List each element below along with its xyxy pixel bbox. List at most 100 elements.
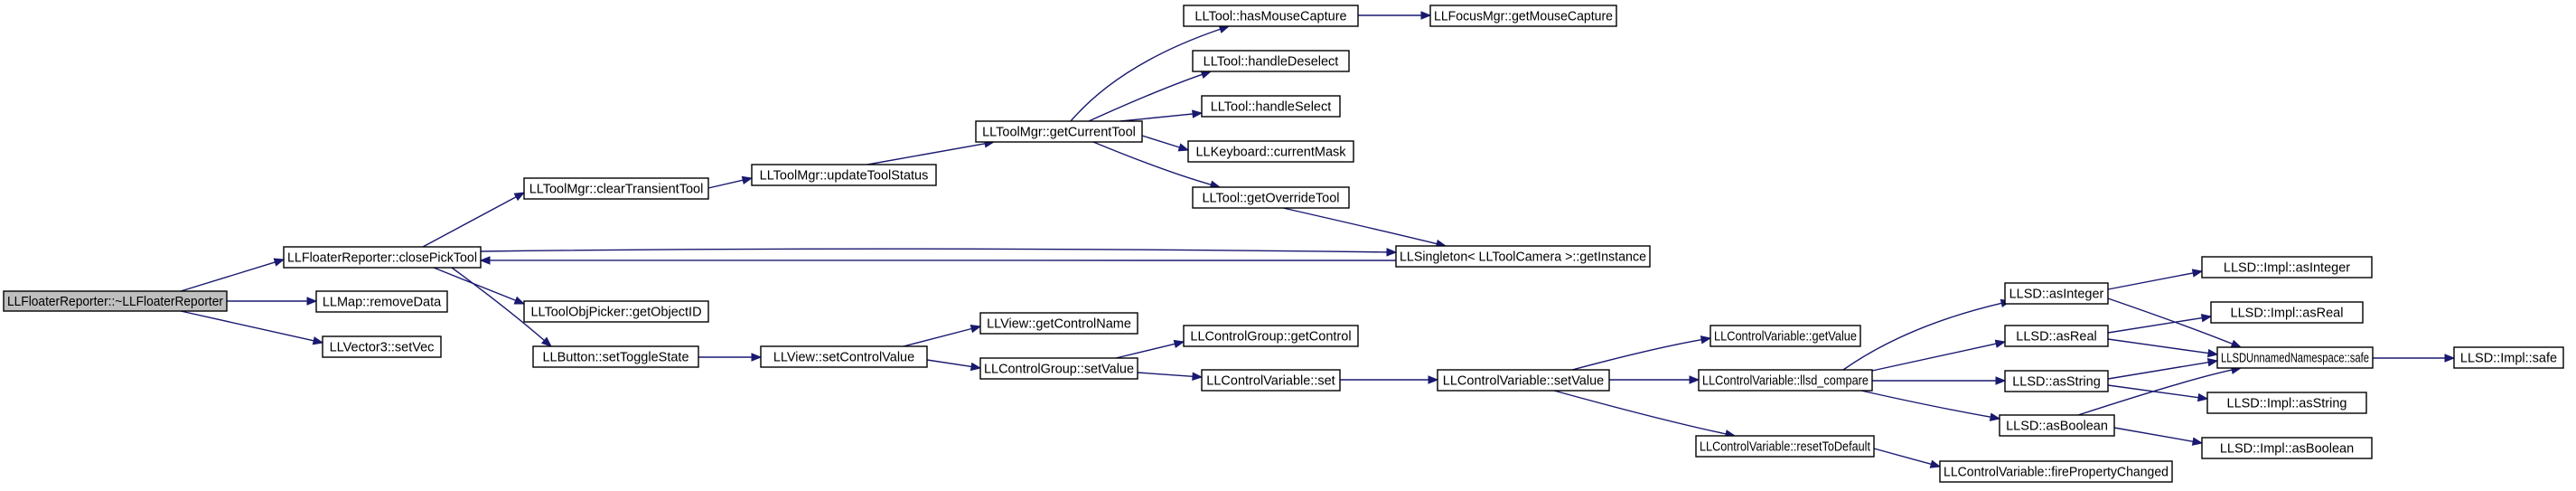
arrowhead (273, 258, 286, 267)
edge-llsd-compare-to-as-boolean (1860, 390, 2001, 421)
edge-line (180, 310, 314, 342)
node-current-mask[interactable]: LLKeyboard::currentMask (1187, 140, 1354, 163)
edge-cv-set-value-to-get-value (1571, 335, 1712, 371)
arrowhead (513, 296, 526, 305)
node-get-current-tool[interactable]: LLToolMgr::getCurrentTool (975, 120, 1143, 143)
node-fire-property-changed[interactable]: LLControlVariable::firePropertyChanged (1939, 460, 2173, 483)
node-get-mouse-capture[interactable]: LLFocusMgr::getMouseCapture (1429, 5, 1617, 27)
arrowhead (1700, 335, 1712, 345)
edge-as-real-to-safe-ns (2107, 338, 2219, 358)
arrowhead (1989, 412, 2001, 421)
edge-line (1141, 135, 1180, 148)
node-set-toggle-state[interactable]: LLButton::setToggleState (532, 345, 699, 368)
node-handle-select[interactable]: LLTool::handleSelect (1201, 95, 1341, 118)
arrowhead (2206, 358, 2219, 367)
node-impl-as-real[interactable]: LLSD::Impl::asReal (2210, 301, 2364, 324)
node-get-object-id[interactable]: LLToolObjPicker::getObjectID (523, 300, 709, 323)
edge-line (1115, 343, 1176, 359)
node-box (2210, 301, 2364, 324)
edge-root-to-remove-data (227, 297, 318, 306)
arrowhead (479, 256, 491, 265)
node-get-value[interactable]: LLControlVariable::getValue (1710, 325, 1861, 347)
node-cv-set[interactable]: LLControlVariable::set (1201, 369, 1341, 392)
arrowhead (2197, 392, 2209, 402)
edge-line (1119, 113, 1194, 122)
node-impl-safe[interactable]: LLSD::Impl::safe (2453, 346, 2564, 369)
node-reset-to-default[interactable]: LLControlVariable::resetToDefault (1695, 435, 1875, 458)
node-safe-ns[interactable]: LLSDUnnamedNamespace::safe (2216, 346, 2374, 369)
node-label: LLTool::getOverrideTool (1202, 192, 1339, 206)
node-box (523, 177, 709, 200)
node-get-control[interactable]: LLControlGroup::getControl (1183, 325, 1359, 347)
arrowhead (2191, 269, 2204, 278)
node-clear-transient-tool[interactable]: LLToolMgr::clearTransientTool (523, 177, 709, 200)
arrowhead (2444, 354, 2456, 363)
edge-line (1092, 141, 1212, 185)
node-box (1695, 435, 1875, 458)
node-impl-as-boolean[interactable]: LLSD::Impl::asBoolean (2201, 437, 2373, 459)
node-handle-deselect[interactable]: LLTool::handleDeselect (1192, 50, 1350, 72)
node-impl-as-integer[interactable]: LLSD::Impl::asInteger (2201, 256, 2373, 279)
arrowhead (1192, 109, 1204, 118)
node-box (2453, 346, 2564, 369)
node-box (760, 345, 928, 368)
arrowhead (2206, 348, 2219, 358)
node-get-override-tool[interactable]: LLTool::getOverrideTool (1192, 186, 1350, 209)
edge-has-mouse-capture-to-get-mouse-capture (1358, 11, 1432, 20)
edge-line (422, 196, 517, 248)
node-group-set-value[interactable]: LLControlGroup::setValue (979, 357, 1138, 380)
node-cv-set-value[interactable]: LLControlVariable::setValue (1437, 369, 1610, 392)
edge-clear-transient-tool-to-update-tool-status (707, 175, 754, 189)
node-set-control-value[interactable]: LLView::setControlValue (760, 345, 928, 368)
edge-line (1282, 207, 1438, 245)
edge-as-integer-to-impl-as-integer (2107, 269, 2204, 290)
node-label: LLSD::asBoolean (2006, 420, 2108, 434)
node-label: LLControlVariable::firePropertyChanged (1944, 466, 2169, 480)
edge-set-control-value-to-get-control-name (903, 325, 982, 347)
arrowhead (741, 175, 754, 184)
node-box (2004, 282, 2109, 305)
node-update-tool-status[interactable]: LLToolMgr::updateToolStatus (751, 164, 937, 186)
node-as-integer[interactable]: LLSD::asInteger (2004, 282, 2109, 305)
node-box (532, 345, 699, 368)
node-label: LLKeyboard::currentMask (1195, 146, 1346, 160)
edge-get-instance-to-close-pick-tool (479, 256, 1397, 265)
node-get-instance[interactable]: LLSingleton< LLToolCamera >::getInstance (1395, 245, 1651, 268)
node-box (1437, 369, 1610, 392)
edge-line (1871, 343, 1997, 372)
edge-line (2077, 369, 2233, 416)
node-close-pick-tool[interactable]: LLFloaterReporter::closePickTool (283, 246, 482, 269)
node-as-string[interactable]: LLSD::asString (2004, 370, 2109, 392)
edge-cv-set-to-cv-set-value (1340, 375, 1439, 384)
node-label: LLSD::Impl::asString (2227, 397, 2347, 411)
node-as-boolean[interactable]: LLSD::asBoolean (1999, 414, 2115, 437)
node-has-mouse-capture[interactable]: LLTool::hasMouseCapture (1183, 5, 1359, 27)
edge-group-set-value-to-get-control (1115, 339, 1185, 359)
arrowhead (1994, 339, 2007, 348)
node-label: LLToolObjPicker::getObjectID (530, 306, 701, 320)
node-llsd-compare[interactable]: LLControlVariable::llsd_compare (1698, 369, 1873, 392)
node-label: LLControlVariable::setValue (1443, 374, 1604, 389)
node-label: LLVector3::setVec (330, 341, 435, 355)
node-root[interactable]: LLFloaterReporter::~LLFloaterReporter (3, 290, 228, 312)
node-as-real[interactable]: LLSD::asReal (2004, 325, 2109, 347)
edge-line (903, 327, 972, 347)
edge-line (1571, 339, 1702, 371)
node-box (315, 290, 448, 313)
node-box (1192, 50, 1350, 72)
node-box (2206, 392, 2367, 414)
edge-set-control-value-to-group-set-value (926, 359, 982, 372)
node-impl-as-string[interactable]: LLSD::Impl::asString (2206, 392, 2367, 414)
node-set-vec[interactable]: LLVector3::setVec (322, 335, 442, 358)
node-box (1429, 5, 1617, 27)
node-label: LLSingleton< LLToolCamera >::getInstance (1400, 250, 1646, 265)
arrowhead (2230, 339, 2243, 348)
node-label: LLFloaterReporter::~LLFloaterReporter (7, 295, 223, 309)
node-label: LLFloaterReporter::closePickTool (287, 251, 477, 266)
node-remove-data[interactable]: LLMap::removeData (315, 290, 448, 313)
edge-line (1860, 390, 1991, 418)
node-get-control-name[interactable]: LLView::getControlName (979, 312, 1138, 335)
arrowhead (1428, 375, 1439, 384)
edge-line (1842, 302, 2002, 371)
